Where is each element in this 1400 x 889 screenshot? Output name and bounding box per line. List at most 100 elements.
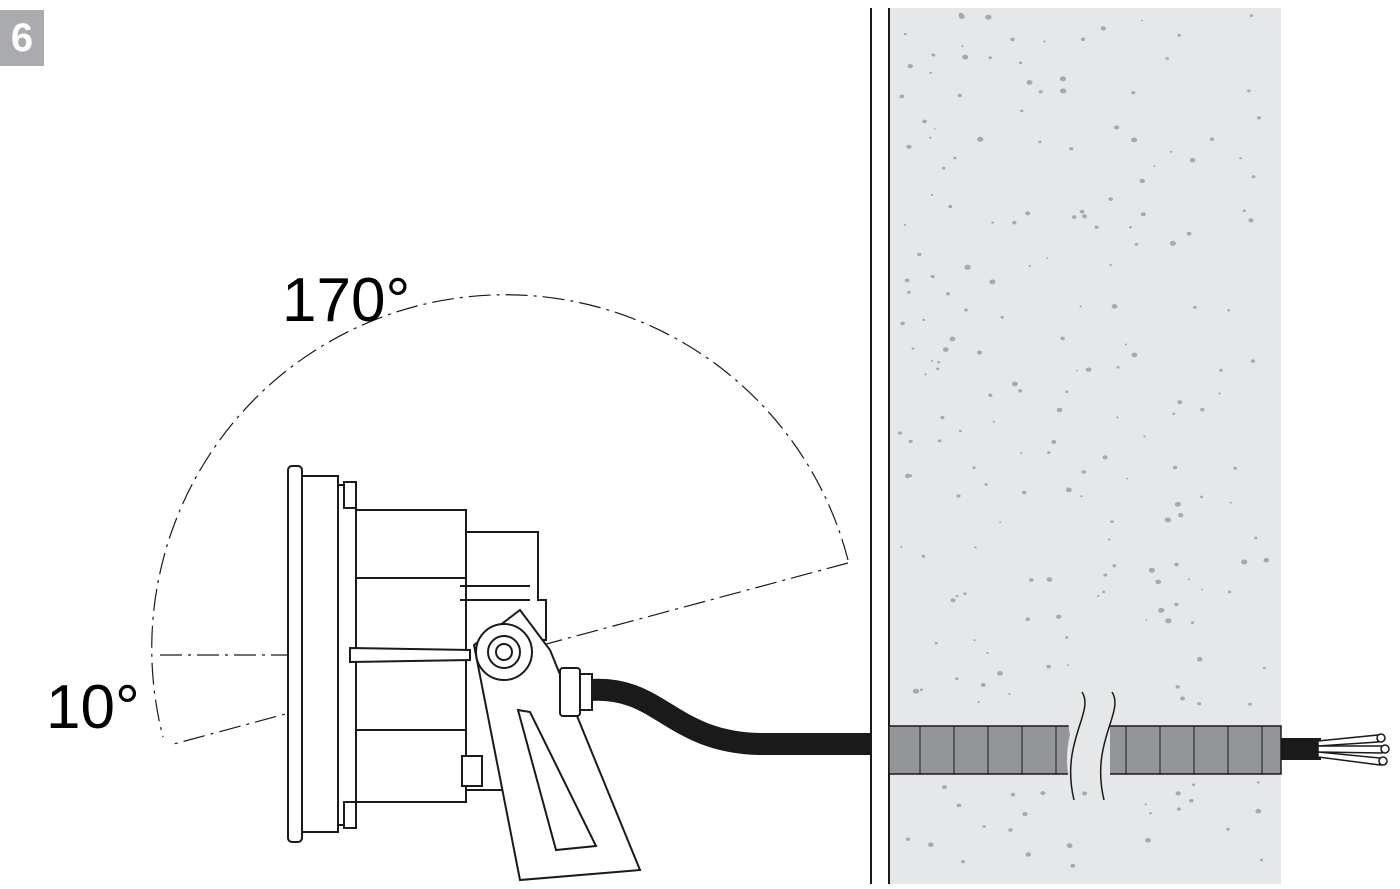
concrete-speck bbox=[1010, 792, 1016, 797]
concrete-speck bbox=[1102, 455, 1108, 460]
concrete-speck bbox=[921, 554, 926, 558]
concrete-speck bbox=[997, 671, 1003, 676]
concrete-speck bbox=[986, 652, 989, 654]
concrete-speck bbox=[905, 837, 911, 841]
concrete-speck bbox=[1155, 579, 1162, 585]
power-cable-icon bbox=[589, 678, 1321, 760]
concrete-speck bbox=[956, 803, 962, 808]
concrete-speck bbox=[972, 466, 976, 470]
concrete-speck bbox=[953, 156, 957, 160]
concrete-speck bbox=[1141, 19, 1144, 22]
concrete-speck bbox=[922, 318, 926, 322]
concrete-speck bbox=[1070, 863, 1076, 868]
concrete-speck bbox=[1114, 125, 1120, 130]
concrete-speck bbox=[908, 439, 913, 443]
concrete-speck bbox=[1075, 369, 1078, 372]
concrete-speck bbox=[1029, 578, 1034, 582]
concrete-speck bbox=[1187, 578, 1191, 581]
concrete-speck bbox=[956, 494, 961, 498]
concrete-speck bbox=[1025, 852, 1032, 857]
concrete-speck bbox=[1248, 218, 1254, 223]
concrete-speck bbox=[1254, 536, 1258, 540]
concrete-speck bbox=[1239, 157, 1242, 160]
concrete-speck bbox=[929, 71, 933, 74]
concrete-speck bbox=[933, 128, 936, 130]
concrete-speck bbox=[1174, 562, 1179, 567]
concrete-speck bbox=[1065, 487, 1072, 493]
concrete-speck bbox=[1100, 26, 1107, 31]
concrete-speck bbox=[1149, 812, 1152, 815]
concrete-speck bbox=[1116, 416, 1119, 419]
concrete-speck bbox=[1190, 621, 1194, 624]
concrete-speck bbox=[1103, 573, 1108, 577]
concrete-speck bbox=[905, 473, 911, 479]
concrete-speck bbox=[1193, 305, 1197, 309]
concrete-speck bbox=[909, 474, 913, 478]
concrete-speck bbox=[1186, 231, 1192, 236]
conduit-sleeve-icon bbox=[888, 691, 1282, 805]
concrete-speck bbox=[930, 359, 934, 362]
concrete-speck bbox=[1116, 366, 1120, 369]
concrete-speck bbox=[1025, 617, 1031, 621]
concrete-speck bbox=[991, 221, 995, 224]
concrete-speck bbox=[1131, 137, 1138, 143]
concrete-speck bbox=[1094, 225, 1099, 229]
concrete-speck bbox=[1020, 109, 1024, 113]
concrete-speck bbox=[1145, 838, 1151, 843]
concrete-speck bbox=[937, 361, 941, 364]
concrete-speck bbox=[1051, 440, 1057, 444]
concrete-speck bbox=[1175, 685, 1180, 689]
concrete-speck bbox=[1251, 175, 1256, 179]
concrete-speck bbox=[941, 166, 946, 170]
concrete-speck bbox=[1128, 226, 1132, 229]
concrete-speck bbox=[1047, 451, 1051, 454]
concrete-speck bbox=[1008, 692, 1011, 695]
concrete-speck bbox=[1110, 520, 1114, 523]
concrete-speck bbox=[1085, 367, 1092, 372]
concrete-speck bbox=[1056, 614, 1062, 619]
concrete-speck bbox=[1026, 80, 1033, 85]
concrete-speck bbox=[942, 785, 947, 790]
concrete-speck bbox=[1242, 209, 1247, 213]
concrete-speck bbox=[1189, 798, 1194, 803]
concrete-speck bbox=[1097, 595, 1100, 597]
concrete-speck bbox=[912, 688, 920, 694]
concrete-speck bbox=[1148, 567, 1155, 573]
concrete-speck bbox=[1199, 495, 1204, 499]
concrete-speck bbox=[928, 842, 934, 847]
concrete-speck bbox=[1177, 33, 1181, 37]
concrete-speck bbox=[1219, 368, 1223, 372]
concrete-speck bbox=[934, 641, 938, 645]
concrete-speck bbox=[1241, 559, 1248, 565]
concrete-speck bbox=[1046, 664, 1051, 669]
concrete-speck bbox=[940, 415, 945, 420]
concrete-speck bbox=[1169, 150, 1173, 153]
concrete-speck bbox=[1066, 843, 1073, 849]
concrete-speck bbox=[1126, 477, 1129, 480]
concrete-speck bbox=[1197, 702, 1202, 706]
step-number-badge: 6 bbox=[0, 10, 44, 66]
concrete-speck bbox=[1102, 590, 1106, 594]
concrete-speck bbox=[963, 592, 967, 595]
concrete-speck bbox=[931, 53, 936, 57]
concrete-speck bbox=[949, 336, 956, 342]
concrete-speck bbox=[961, 45, 964, 48]
concrete-speck bbox=[1134, 243, 1139, 246]
concrete-speck bbox=[1176, 807, 1181, 811]
concrete-speck bbox=[903, 224, 907, 226]
concrete-speck bbox=[948, 204, 953, 209]
concrete-speck bbox=[1080, 37, 1086, 42]
concrete-speck bbox=[964, 264, 971, 270]
concrete-speck bbox=[962, 54, 969, 60]
concrete-speck bbox=[1145, 619, 1148, 621]
concrete-speck bbox=[1022, 811, 1028, 817]
max-angle-label: 170° bbox=[282, 266, 411, 335]
concrete-speck bbox=[1108, 197, 1113, 201]
concrete-speck bbox=[1131, 91, 1136, 95]
floodlight-fixture-icon bbox=[287, 465, 642, 882]
concrete-speck bbox=[988, 393, 993, 397]
concrete-speck bbox=[1109, 263, 1112, 267]
concrete-speck bbox=[1069, 147, 1074, 151]
